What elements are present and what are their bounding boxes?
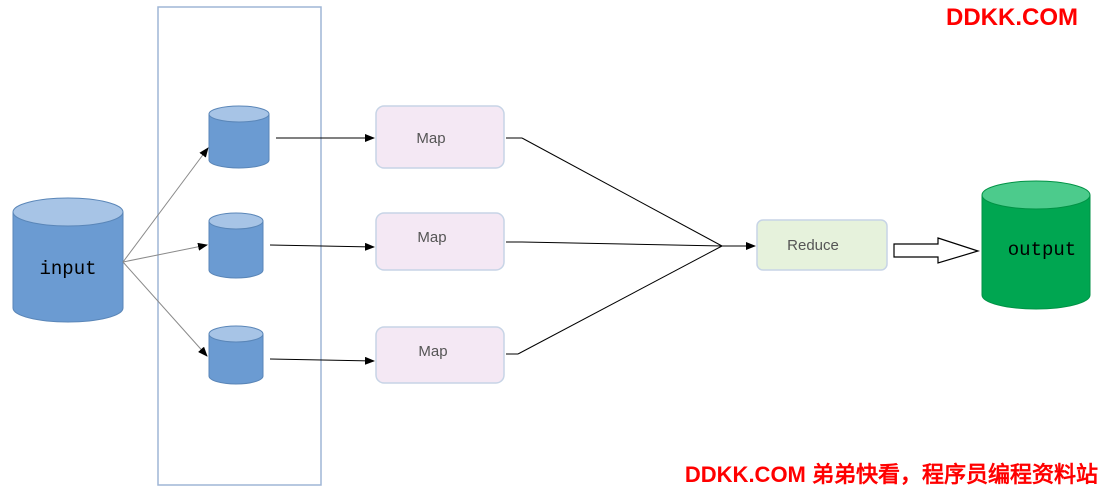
map-box-2: Map [375,212,505,271]
map-box-3: Map [375,326,505,384]
watermark-top: DDKK.COM [946,4,1078,31]
output-label: output [1008,239,1076,261]
map-label-1: Map [416,130,445,147]
split-database-3 [208,325,264,385]
split-database-1 [208,105,270,169]
arrow-split3-map3 [269,356,375,365]
split-database-2 [208,212,264,279]
line-map1-converge [521,137,723,247]
map-label-3: Map [418,343,447,360]
hollow-arrow-to-output [893,237,981,264]
arrow-input-split-3 [122,261,208,357]
reduce-box: Reduce [756,219,888,271]
arrow-input-split-1 [122,147,209,263]
watermark-bottom: DDKK.COM 弟弟快看，程序员编程资料站 [684,462,1098,487]
reduce-label: Reduce [787,237,839,254]
map-label-2: Map [417,229,446,246]
line-map3-converge [517,245,723,355]
input-database: input [12,197,124,323]
output-database: output [981,180,1091,310]
arrow-input-split-2 [122,242,208,263]
arrow-split2-map2 [269,242,375,251]
input-label: input [39,258,96,280]
line-map2-converge [521,241,723,247]
map-box-1: Map [375,105,505,169]
